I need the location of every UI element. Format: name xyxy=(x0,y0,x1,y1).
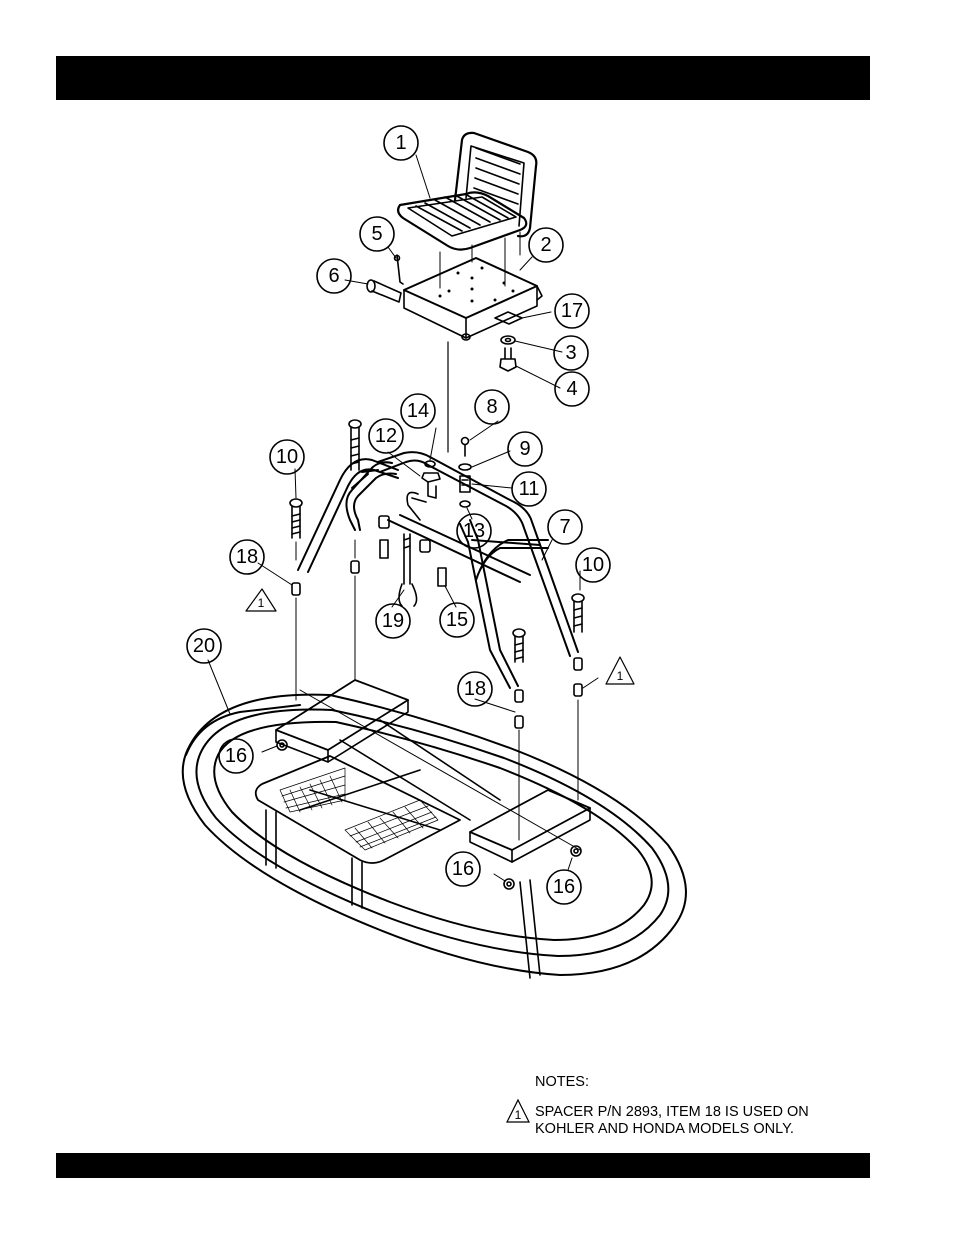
callout-label: 16 xyxy=(452,858,474,880)
callout-label: 19 xyxy=(382,610,404,632)
platform xyxy=(256,680,590,978)
right-bolt xyxy=(572,594,584,800)
note-text: SPACER P/N 2893, ITEM 18 IS USED ON KOHL… xyxy=(535,1104,865,1138)
mesh-pattern xyxy=(280,768,438,850)
callout-label: 8 xyxy=(486,396,497,418)
callout-label: 5 xyxy=(371,223,382,245)
note-flag-label: 1 xyxy=(617,669,624,683)
callout-label: 4 xyxy=(566,378,577,400)
note-flag-label: 1 xyxy=(515,1108,522,1122)
callout-label: 9 xyxy=(519,438,530,460)
hinge-pin xyxy=(345,280,401,302)
seat-plate xyxy=(404,258,542,340)
note-flag-icon: 1 xyxy=(505,1098,531,1124)
callout-label: 12 xyxy=(375,425,397,447)
left-bolt xyxy=(290,499,302,700)
callout-label: 2 xyxy=(540,234,551,256)
callout-label: 10 xyxy=(276,446,298,468)
bolt xyxy=(500,348,560,388)
callout-label: 7 xyxy=(559,516,570,538)
callout-label: 14 xyxy=(407,400,429,422)
cotter-pin xyxy=(395,255,404,284)
guard-ring xyxy=(183,695,686,975)
washer xyxy=(501,336,562,352)
callout-label: 11 xyxy=(519,478,540,500)
callout-label: 13 xyxy=(463,520,485,542)
seat xyxy=(398,133,536,250)
note-line: SPACER P/N 2893, ITEM 18 IS USED ON xyxy=(535,1104,865,1121)
callout-label: 3 xyxy=(565,342,576,364)
callout-label: 20 xyxy=(193,635,215,657)
note-line: KOHLER AND HONDA MODELS ONLY. xyxy=(535,1121,865,1138)
notes-title: NOTES: xyxy=(535,1074,589,1091)
footer-bar xyxy=(56,1153,870,1178)
center-bolt xyxy=(349,420,361,680)
callout-label: 16 xyxy=(553,876,575,898)
callout-label: 16 xyxy=(225,745,247,767)
bracket xyxy=(495,312,551,324)
callout-label: 10 xyxy=(582,554,604,576)
callout-label: 18 xyxy=(236,546,258,568)
callout-label: 6 xyxy=(328,265,339,287)
callout-label: 15 xyxy=(446,609,468,631)
callout-label: 17 xyxy=(561,300,583,322)
callout-label: 18 xyxy=(464,678,486,700)
note-flag-label: 1 xyxy=(258,596,265,610)
callout-label: 1 xyxy=(395,132,406,154)
